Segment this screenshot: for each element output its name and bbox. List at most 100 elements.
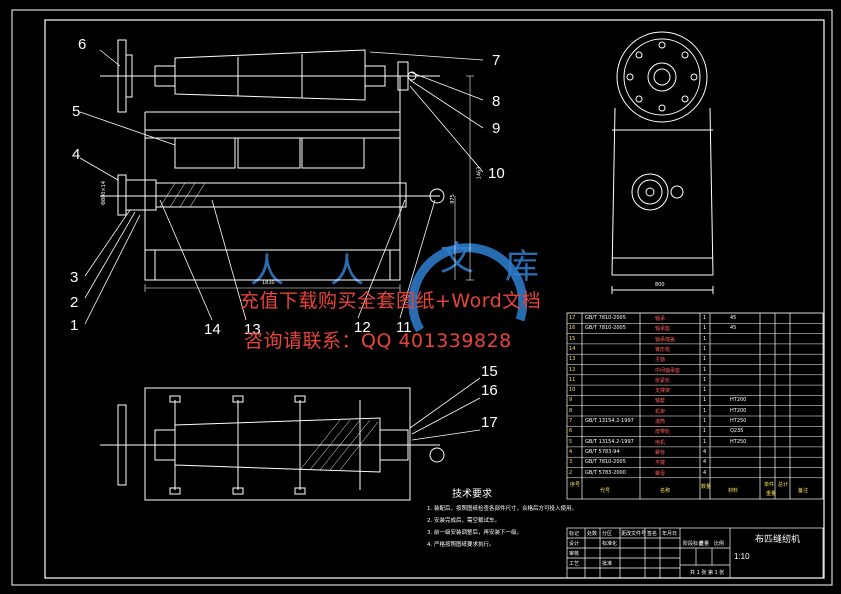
tech-requirements-title: 技术要求 <box>452 489 492 500</box>
bom-cell-name: 轴承 <box>655 316 666 322</box>
inner-frame <box>44 19 825 579</box>
bom-cell-code: GB/T 5783-94 <box>585 448 620 455</box>
dim-left-small: Φ800×14 <box>101 180 108 206</box>
bom-cell-qty: 4 <box>703 469 707 476</box>
front-view <box>100 39 445 281</box>
bom-header-note: 备注 <box>798 488 809 494</box>
callout-16: 16 <box>481 382 498 399</box>
bom-cell-name: 皮带轮 <box>655 429 671 436</box>
bom-cell-no: 2 <box>569 469 573 476</box>
callout-4: 4 <box>72 146 81 163</box>
callout-6: 6 <box>78 36 87 53</box>
bom-cell-name: 锥形辊 <box>655 346 671 353</box>
bom-cell-no: 9 <box>569 397 573 404</box>
title-scale: 1:10 <box>734 552 750 561</box>
tech-item-2: 2. 安装完成后，需空载试车。 <box>427 518 500 524</box>
tb-label-weight: 重量 <box>699 541 710 547</box>
bom-cell-qty: 1 <box>703 376 707 383</box>
side-view <box>611 31 714 294</box>
dim-height-main: 1463 <box>476 166 483 180</box>
callout-17: 17 <box>481 414 498 431</box>
bom-cell-code: GB/T 7810-2005 <box>585 459 626 466</box>
bom-cell-no: 10 <box>569 387 576 394</box>
front-shaft-hatch <box>159 182 206 208</box>
bom-cell-no: 16 <box>569 325 576 332</box>
bom-cell-name: 轴承端盖 <box>655 336 676 343</box>
bom-cell-qty: 1 <box>703 397 707 404</box>
bom-header-name: 名称 <box>660 488 671 494</box>
callout-8: 8 <box>492 93 501 110</box>
callout-leaders <box>79 49 484 441</box>
callout-7: 7 <box>492 52 501 69</box>
bom-cell-name: 机架 <box>655 408 666 415</box>
callout-3: 3 <box>70 269 79 286</box>
bom-header-single: 单件 <box>764 482 775 488</box>
bom-cell-qty: 1 <box>703 428 707 435</box>
outer-frame <box>11 9 833 586</box>
bom-cell-no: 15 <box>569 335 576 342</box>
tb-label-design: 设计 <box>569 541 580 547</box>
tb-label-stage: 阶段标记 <box>683 541 704 547</box>
bom-header-no: 序号 <box>570 482 581 488</box>
bom-cell-no: 7 <box>569 418 573 424</box>
bom-cell-no: 14 <box>569 345 576 352</box>
bom-cell-qty: 1 <box>703 325 707 332</box>
bom-cell-no: 3 <box>569 459 573 466</box>
bom-cell-name: 支撑架 <box>655 388 671 395</box>
top-view-hatch <box>299 419 379 471</box>
bom-cell-qty: 1 <box>703 366 707 373</box>
callout-15: 15 <box>481 363 498 380</box>
bom-cell-name: 螺母 <box>655 470 666 477</box>
watermark-line-2: 咨询请联系：QQ 401339828 <box>244 330 512 352</box>
bom-cell-qty: 1 <box>703 356 707 363</box>
tb-label-date: 年月日 <box>662 531 678 537</box>
bom-cell-qty: 1 <box>703 345 707 352</box>
bom-cell-no: 17 <box>569 315 576 321</box>
logo-char-4: 库 <box>505 247 539 287</box>
callout-2: 2 <box>70 294 79 311</box>
tb-label-approve: 批准 <box>602 561 613 567</box>
bom-cell-qty: 1 <box>703 335 707 342</box>
bom-cell-no: 13 <box>569 356 576 363</box>
bom-cell-no: 6 <box>569 428 573 435</box>
bom-header-weight: 重量 <box>766 491 777 497</box>
bom-cell-code: GB/T 13154.2-1997 <box>585 438 634 445</box>
bom-cell-name: 张紧轮 <box>655 377 671 384</box>
bom-cell-mat: HT200 <box>730 397 747 404</box>
logo-char-2: 人 <box>330 251 364 291</box>
callout-13: 13 <box>244 321 261 338</box>
bom-header-qty: 数量 <box>701 484 712 490</box>
tb-label-sign: 签名 <box>647 531 658 537</box>
top-view <box>100 387 445 501</box>
bom-cell-code: GB/T 13154.2-1997 <box>585 418 634 424</box>
tb-label-change: 更改文件号 <box>621 531 647 537</box>
callout-10: 10 <box>488 165 505 182</box>
dim-width-side: 800 <box>655 282 665 288</box>
bom-cell-name: 平键 <box>655 460 666 467</box>
bom-cell-qty: 1 <box>703 407 707 414</box>
bom-cell-code: GB/T 7810-2005 <box>585 325 626 332</box>
bom-cell-no: 5 <box>569 438 573 445</box>
tb-label-zone: 分区 <box>602 531 613 537</box>
bom-cell-no: 8 <box>569 407 573 414</box>
bom-cell-qty: 4 <box>703 459 707 466</box>
bom-cell-code: GB/T 5783-2000 <box>585 469 626 476</box>
tb-label-count: 处数 <box>587 531 598 537</box>
bom-cell-name: 电机 <box>655 439 666 446</box>
title-sheet: 共 1 张 第 1 张 <box>690 570 725 576</box>
bom-cell-mat: 45 <box>730 315 737 321</box>
callout-5: 5 <box>72 103 81 120</box>
tech-item-4: 4. 严格按照图纸要求执行。 <box>427 542 495 548</box>
bom-cell-name: 轴套 <box>655 398 666 405</box>
bom-cell-qty: 1 <box>703 315 707 321</box>
tb-label-mark: 标记 <box>569 531 580 537</box>
bom-cell-name: 主轴 <box>655 357 666 364</box>
title-product-name: 布匹缝纫机 <box>755 535 801 545</box>
front-dimensions <box>144 75 474 292</box>
logo-char-3: 文 <box>440 239 474 279</box>
tb-label-process: 工艺 <box>569 561 580 567</box>
callout-1: 1 <box>70 317 79 334</box>
bom-cell-qty: 4 <box>703 448 707 455</box>
bom-cell-qty: 1 <box>703 387 707 394</box>
